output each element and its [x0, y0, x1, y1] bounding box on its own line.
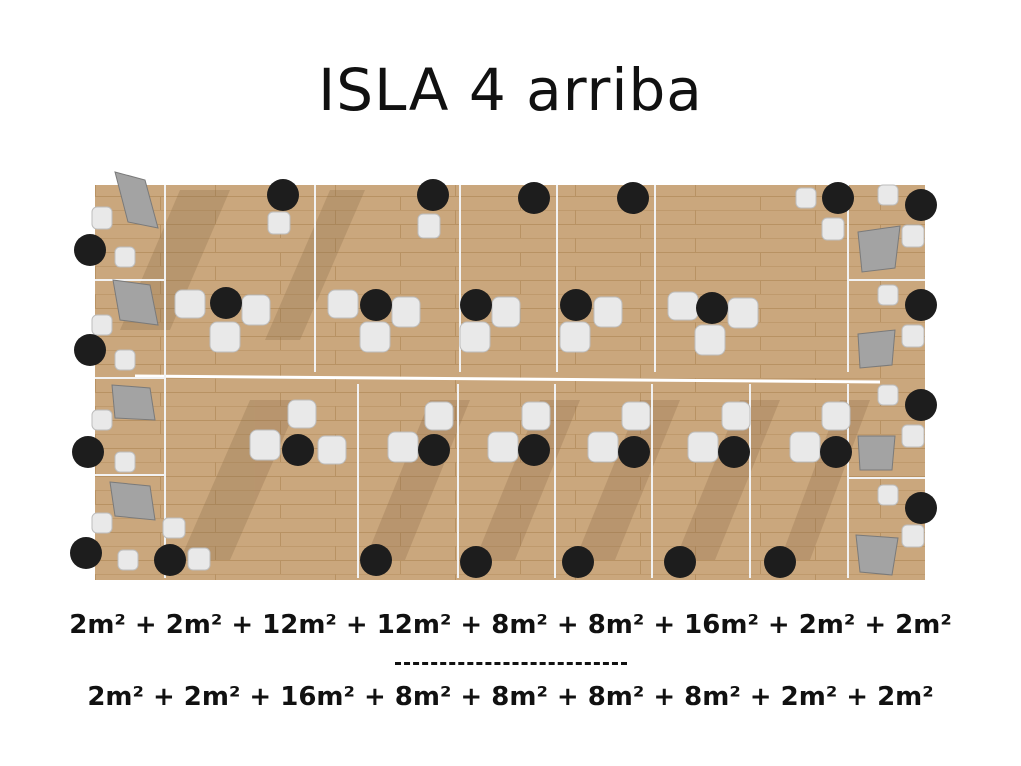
area-formula-bottom: 2m² + 2m² + 16m² + 8m² + 8m² + 8m² + 8m²… — [87, 682, 934, 712]
area-formula-top: 2m² + 2m² + 12m² + 12m² + 8m² + 8m² + 16… — [69, 610, 952, 640]
wall-lines — [134, 374, 881, 384]
stools — [70, 179, 937, 578]
chairs — [91, 184, 925, 571]
fraction-divider: --------------------------- — [395, 662, 627, 665]
page-title: ISLA 4 arriba — [318, 56, 703, 124]
display-panels — [109, 171, 901, 576]
